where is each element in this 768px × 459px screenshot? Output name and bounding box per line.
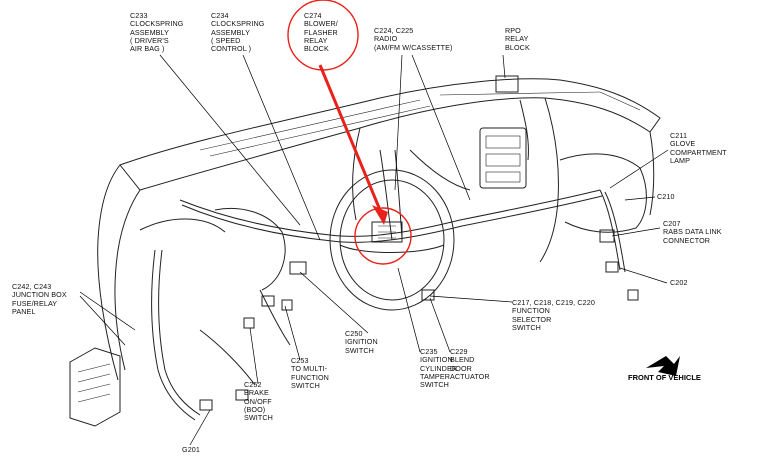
instrument-panel-outline: [69, 75, 661, 427]
front-of-vehicle-arrow-icon: [646, 356, 680, 376]
highlight-arrow: [318, 64, 382, 211]
highlight-arrow-head: [372, 205, 388, 225]
callout-c210: C210: [657, 192, 675, 201]
leader-lines: [79, 54, 669, 446]
callout-c202: C202: [670, 278, 688, 287]
highlight-markup: [287, 0, 412, 265]
front-of-vehicle-label: FRONT OF VEHICLE: [628, 373, 701, 382]
highlight-circle-component: [354, 207, 412, 265]
junction-box: [69, 347, 121, 427]
callout-g201: G201: [182, 445, 200, 454]
